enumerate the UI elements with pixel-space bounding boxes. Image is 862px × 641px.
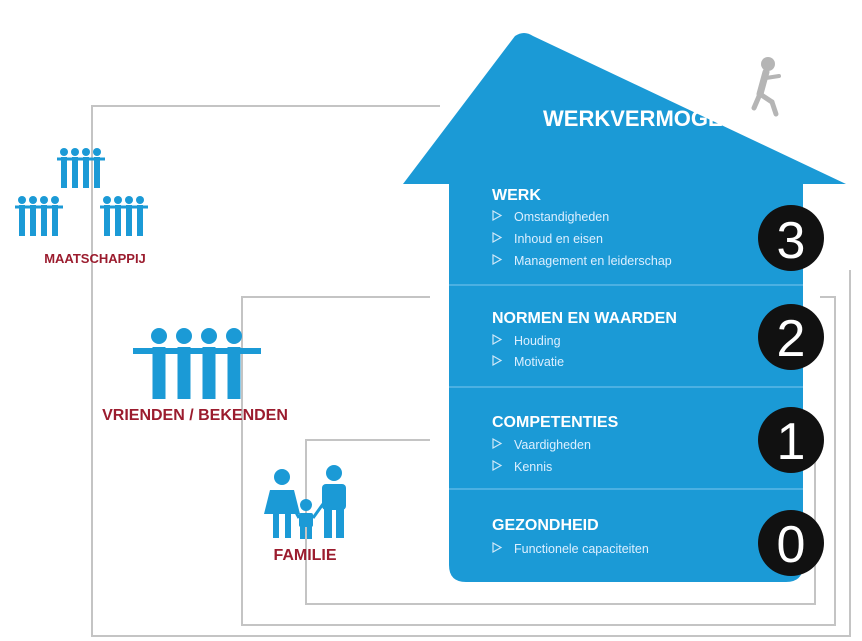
number-badge (758, 510, 824, 576)
society-connector (91, 105, 851, 637)
floor-item: Motivatie (514, 355, 564, 369)
floor-item: Kennis (514, 460, 552, 474)
triangle-bullet-icon (492, 209, 503, 222)
floor-dividers (449, 284, 803, 490)
friends-connector (241, 296, 836, 626)
werkvermogen-house: WERKVERMOGEN (403, 33, 846, 582)
number-badge (758, 205, 824, 271)
society-people-icon (15, 148, 148, 236)
triangle-bullet-icon (492, 459, 503, 472)
people-group-icon (133, 328, 261, 399)
house-roof (403, 33, 846, 582)
floor-item: Omstandigheden (514, 210, 609, 224)
floor-number: 1 (777, 413, 806, 471)
floor-normen-en-waarden: NORMEN EN WAARDEN Houding Motivatie 2 (492, 304, 824, 370)
number-badge (758, 304, 824, 370)
triangle-bullet-icon (492, 253, 503, 266)
floor-title: WERK (492, 187, 541, 204)
floor-number: 0 (777, 516, 806, 574)
floor-number: 3 (777, 212, 806, 270)
climbing-person-icon (751, 57, 781, 117)
people-group-icon (15, 196, 63, 236)
society-label: MAATSCHAPPIJ (44, 251, 146, 266)
floor-item: Functionele capaciteiten (514, 542, 649, 556)
family-icon (264, 465, 346, 539)
triangle-bullet-icon (492, 231, 503, 244)
floor-item: Vaardigheden (514, 438, 591, 452)
floor-competenties: COMPETENTIES Vaardigheden Kennis 1 (492, 407, 824, 474)
triangle-bullet-icon (492, 333, 503, 346)
house-title: WERKVERMOGEN (543, 106, 739, 131)
floor-title: GEZONDHEID (492, 517, 599, 534)
floor-gezondheid: GEZONDHEID Functionele capaciteiten 0 (492, 510, 824, 576)
family-label: FAMILIE (273, 547, 336, 564)
floor-title: NORMEN EN WAARDEN (492, 310, 677, 327)
floor-werk: WERK Omstandigheden Inhoud en eisen Mana… (492, 187, 824, 271)
triangle-bullet-icon (492, 354, 503, 367)
floor-title: COMPETENTIES (492, 414, 619, 431)
floor-item: Management en leiderschap (514, 254, 672, 268)
triangle-bullet-icon (492, 437, 503, 450)
triangle-bullet-icon (492, 541, 503, 554)
floor-number: 2 (777, 310, 806, 368)
floor-item: Houding (514, 334, 561, 348)
friends-label: VRIENDEN / BEKENDEN (102, 407, 288, 424)
number-badge (758, 407, 824, 473)
floor-item: Inhoud en eisen (514, 232, 603, 246)
people-group-icon (100, 196, 148, 236)
people-group-icon (57, 148, 105, 188)
